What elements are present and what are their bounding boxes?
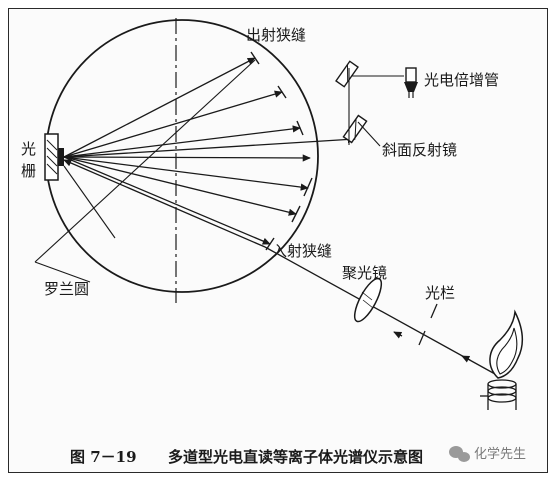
grating-icon: [44, 133, 64, 181]
exit-slit-label: 出射狭缝: [246, 26, 306, 44]
entrance-slit-label: 入射狭缝: [272, 242, 332, 260]
diffracted-rays: [63, 57, 356, 245]
watermark-text: 化学先生: [474, 446, 526, 462]
pmt-icon: [404, 67, 418, 98]
figure-title: 多道型光电直读等离子体光谱仪示意图: [168, 448, 423, 466]
figure-frame: [8, 8, 548, 473]
slit-marks: [250, 51, 313, 251]
pmt-label: 光电倍增管: [424, 71, 499, 89]
light-stop: [418, 303, 438, 346]
rowland-leader-1: [34, 59, 256, 263]
mirror-leader: [357, 121, 381, 147]
lens-icon: [353, 277, 383, 323]
condenser-lens-label: 聚光镜: [342, 264, 387, 282]
grating-label-1: 光: [21, 140, 36, 158]
rowland-circle-label: 罗兰圆: [44, 280, 89, 298]
light-stop-label: 光栏: [425, 284, 455, 302]
flame-icon: [480, 309, 524, 410]
incident-beam: [63, 159, 496, 375]
wechat-icon: [449, 446, 470, 462]
inclined-mirror-label: 斜面反射镜: [382, 141, 457, 159]
grating-normal: [63, 165, 116, 239]
rowland-leader-2: [34, 261, 91, 283]
figure-number: 图 7－19: [70, 448, 137, 466]
mirror-icon: [335, 60, 368, 144]
grating-label-2: 栅: [21, 162, 36, 180]
